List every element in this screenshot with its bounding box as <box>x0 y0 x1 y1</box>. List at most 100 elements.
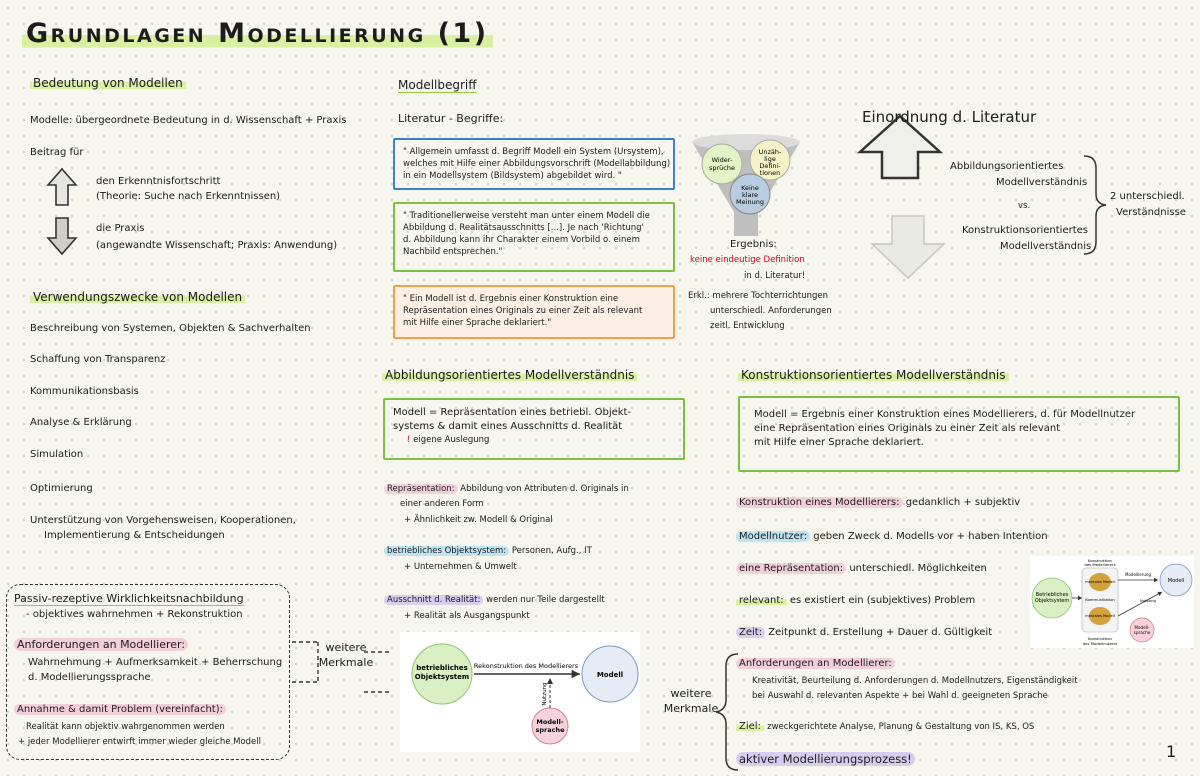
konstruktion-diagram: Betriebliches Objektsystem Konstruktion … <box>1030 556 1194 648</box>
beitrag-up-2: (Theorie: Suche nach Erkenntnissen) <box>96 191 281 202</box>
konstruktion-line: Zeit: Zeitpunkt d. Erstellung + Dauer d.… <box>736 626 992 640</box>
abbildung-diagram: betriebliches Objektsystem Rekonstruktio… <box>400 632 640 752</box>
ergebnis-red-1: keine eindeutige Definition <box>690 255 805 265</box>
svg-text:des Modellnutzers: des Modellnutzers <box>1083 641 1118 646</box>
objektsystem-line: betriebliches Objektsystem: Personen, Au… <box>384 545 592 557</box>
anforderungen-r-line: Kreativität, Beurteilung d. Anforderunge… <box>752 676 1078 686</box>
repraesentation-line-3: + Ähnlichkeit zw. Modell & Original <box>404 515 553 525</box>
diagram-left: betriebliches <box>416 664 468 672</box>
ausschnitt-line: Ausschnitt d. Realität: werden nur Teile… <box>384 594 605 606</box>
objektsystem-line-2: + Unternehmen & Umwelt <box>404 562 517 572</box>
beitrag-down-2: (angewandte Wissenschaft; Praxis: Anwend… <box>96 240 338 251</box>
weitere-merkmale-right: weitere Merkmale <box>663 687 719 715</box>
modellbegriff-heading: Modellbegriff <box>398 78 477 92</box>
diagram-bottom: Modell- <box>536 718 563 726</box>
repraesentation-line: Repräsentation: Abbildung von Attributen… <box>384 483 629 495</box>
verwendung-item: Optimierung <box>30 483 93 494</box>
verwendung-item: Analyse & Erklärung <box>30 417 132 428</box>
passiv-line: - objektives wahrnehmen + Rekonstruktion <box>26 609 243 620</box>
diagram-nutzung: Nutzung <box>542 682 548 705</box>
konstruktion-def-3: mit Hilfe einer Sprache deklariert. <box>754 437 924 448</box>
verwendung-item: Unterstützung von Vorgehensweisen, Koope… <box>30 515 296 526</box>
konstr-diagram-bottom: Konstruktion <box>1088 636 1113 641</box>
svg-text:sprache: sprache <box>535 726 565 734</box>
quote-orange-box: " Ein Modell ist d. Ergebnis einer Konst… <box>393 285 675 339</box>
page-title: Grundlagen Modellierung (1) <box>22 18 493 49</box>
diagram-arrow-label: Rekonstruktion des Modellierers <box>474 662 579 670</box>
annahme-heading: Annahme & damit Problem (vereinfacht): <box>14 703 226 717</box>
literatur-sub: Literatur - Begriffe: <box>398 112 504 125</box>
konstr-diagram-model: Modell <box>1168 578 1184 584</box>
svg-text:Defini-: Defini- <box>759 162 781 170</box>
arrow-down-large-icon <box>870 215 946 280</box>
konstr-diagram-nutzung: Nutzung <box>1140 598 1157 603</box>
quote-green-box: " Traditionellerweise versteht man unter… <box>393 202 675 272</box>
weitere-merkmale-left: weitere Merkmale <box>318 641 374 669</box>
quote-line: in ein Modellsystem (Bildsystem) abgebil… <box>403 171 622 181</box>
passiv-heading: Passiv-rezeptive Wirklichkeitsnachbildun… <box>14 592 244 605</box>
quote-line: Repräsentation eines Originals zu einer … <box>403 306 643 316</box>
konstruktion-line: eine Repräsentation: unterschiedl. Mögli… <box>736 562 987 576</box>
konstr-diagram-top: Konstruktion <box>1088 558 1113 563</box>
beitrag-down-1: die Praxis <box>96 223 145 234</box>
konstruktion-def-2: eine Repräsentation eines Originals zu e… <box>754 423 1061 434</box>
verwendung-item: Simulation <box>30 449 84 460</box>
svg-text:Meinung: Meinung <box>736 198 764 206</box>
konstr-diagram-mid1: mentales Modell <box>1085 580 1115 584</box>
ergebnis-label: Ergebnis: <box>730 239 777 250</box>
quote-line: " Traditionellerweise versteht man unter… <box>403 211 650 221</box>
erkl-line: unterschiedl. Anforderungen <box>710 306 832 316</box>
verwendung-heading: Verwendungszwecke von Modellen <box>30 290 246 304</box>
ergebnis-red-2: in d. Literatur! <box>744 271 806 281</box>
aktiver-prozess: aktiver Modellierungsprozess! <box>736 752 915 766</box>
einordnung-r1: Abbildungsorientiertes <box>950 161 1064 172</box>
konstr-diagram-mid2: Kommunikation <box>1085 597 1115 602</box>
einordnung-r3: Konstruktionsorientiertes <box>962 225 1088 236</box>
abbildung-def-1: Modell = Repräsentation eines betriebl. … <box>393 407 632 418</box>
svg-text:lige: lige <box>764 155 776 163</box>
verwendung-item: Kommunikationsbasis <box>30 386 139 397</box>
konstr-diagram-mid3: mentales Modell <box>1085 614 1115 618</box>
svg-text:Objektsystem: Objektsystem <box>1035 598 1070 604</box>
anforderungen-line: Wahrnehmung + Aufmerksamkeit + Beherrsch… <box>28 657 283 668</box>
beitrag-up-1: den Erkenntnisfortschritt <box>96 176 221 187</box>
quote-line: Abbildung d. Realitätsausschnitts [...].… <box>403 223 644 233</box>
anforderungen-r-line: bei Auswahl d. relevanten Aspekte + bei … <box>752 691 1048 701</box>
beitrag-label: Beitrag für <box>30 147 84 158</box>
ausschnitt-line-2: + Realität als Ausgangspunkt <box>404 611 530 621</box>
abbildung-def-box: Modell = Repräsentation eines betriebl. … <box>383 398 685 460</box>
verwendung-item: Schaffung von Transparenz <box>30 354 166 365</box>
weitere-merkmale-connector <box>292 641 392 693</box>
konstruktion-line: Modellnutzer: geben Zweck d. Modells vor… <box>736 530 1048 544</box>
einordnung-note-2: Verständnisse <box>1116 207 1186 218</box>
verwendung-item: Implementierung & Entscheidungen <box>44 530 225 541</box>
funnel-c2: Unzäh- <box>759 148 782 156</box>
quote-line: d. Abbildung kann ihr Charakter einem Vo… <box>403 235 640 245</box>
konstr-diagram-sprache: Modell- <box>1134 625 1150 630</box>
quote-line: " Ein Modell ist d. Ergebnis einer Konst… <box>403 294 619 304</box>
funnel-c3: Keine <box>741 184 759 192</box>
quote-line: welches mit Hilfe einer Abbildungsvorsch… <box>403 159 671 169</box>
anforderungen-line: d. Modellierungssprache <box>28 672 151 683</box>
funnel-c1: Wider- <box>712 156 733 164</box>
quote-line: Nachbild entsprechen." <box>403 247 503 257</box>
annahme-line: Realität kann objektiv wahrgenommen werd… <box>26 722 225 732</box>
abbildung-def-2: systems & damit eines Ausschnitts d. Rea… <box>393 421 623 432</box>
quote-blue-box: " Allgemein umfasst d. Begriff Modell ei… <box>393 138 675 190</box>
repraesentation-line-2: einer anderen Form <box>400 499 484 509</box>
bedeutung-line: Modelle: übergeordnete Bedeutung in d. W… <box>30 115 347 126</box>
einordnung-note-1: 2 unterschiedl. <box>1110 191 1185 202</box>
quote-line: mit Hilfe einer Sprache deklariert." <box>403 318 552 328</box>
arrow-up-icon <box>46 167 78 206</box>
erkl-line: zeitl. Entwicklung <box>710 321 785 331</box>
konstruktion-line: relevant: es existiert ein (subjektives)… <box>736 594 975 608</box>
arrow-up-large-icon <box>856 114 944 180</box>
erkl-line: Erkl.: mehrere Tochterrichtungen <box>688 291 829 301</box>
konstruktion-line: Konstruktion eines Modellierers: gedankl… <box>736 496 1020 510</box>
svg-text:sprüche: sprüche <box>709 164 735 172</box>
svg-text:Objektsystem: Objektsystem <box>415 673 469 681</box>
ziel-line: Ziel: zweckgerichtete Analyse, Planung &… <box>736 720 1034 734</box>
anforderungen-heading: Anforderungen an Modellierer: <box>14 638 189 652</box>
page-number: 1 <box>1166 742 1177 761</box>
abbildung-heading: Abbildungsorientiertes Modellverständnis <box>382 368 638 382</box>
